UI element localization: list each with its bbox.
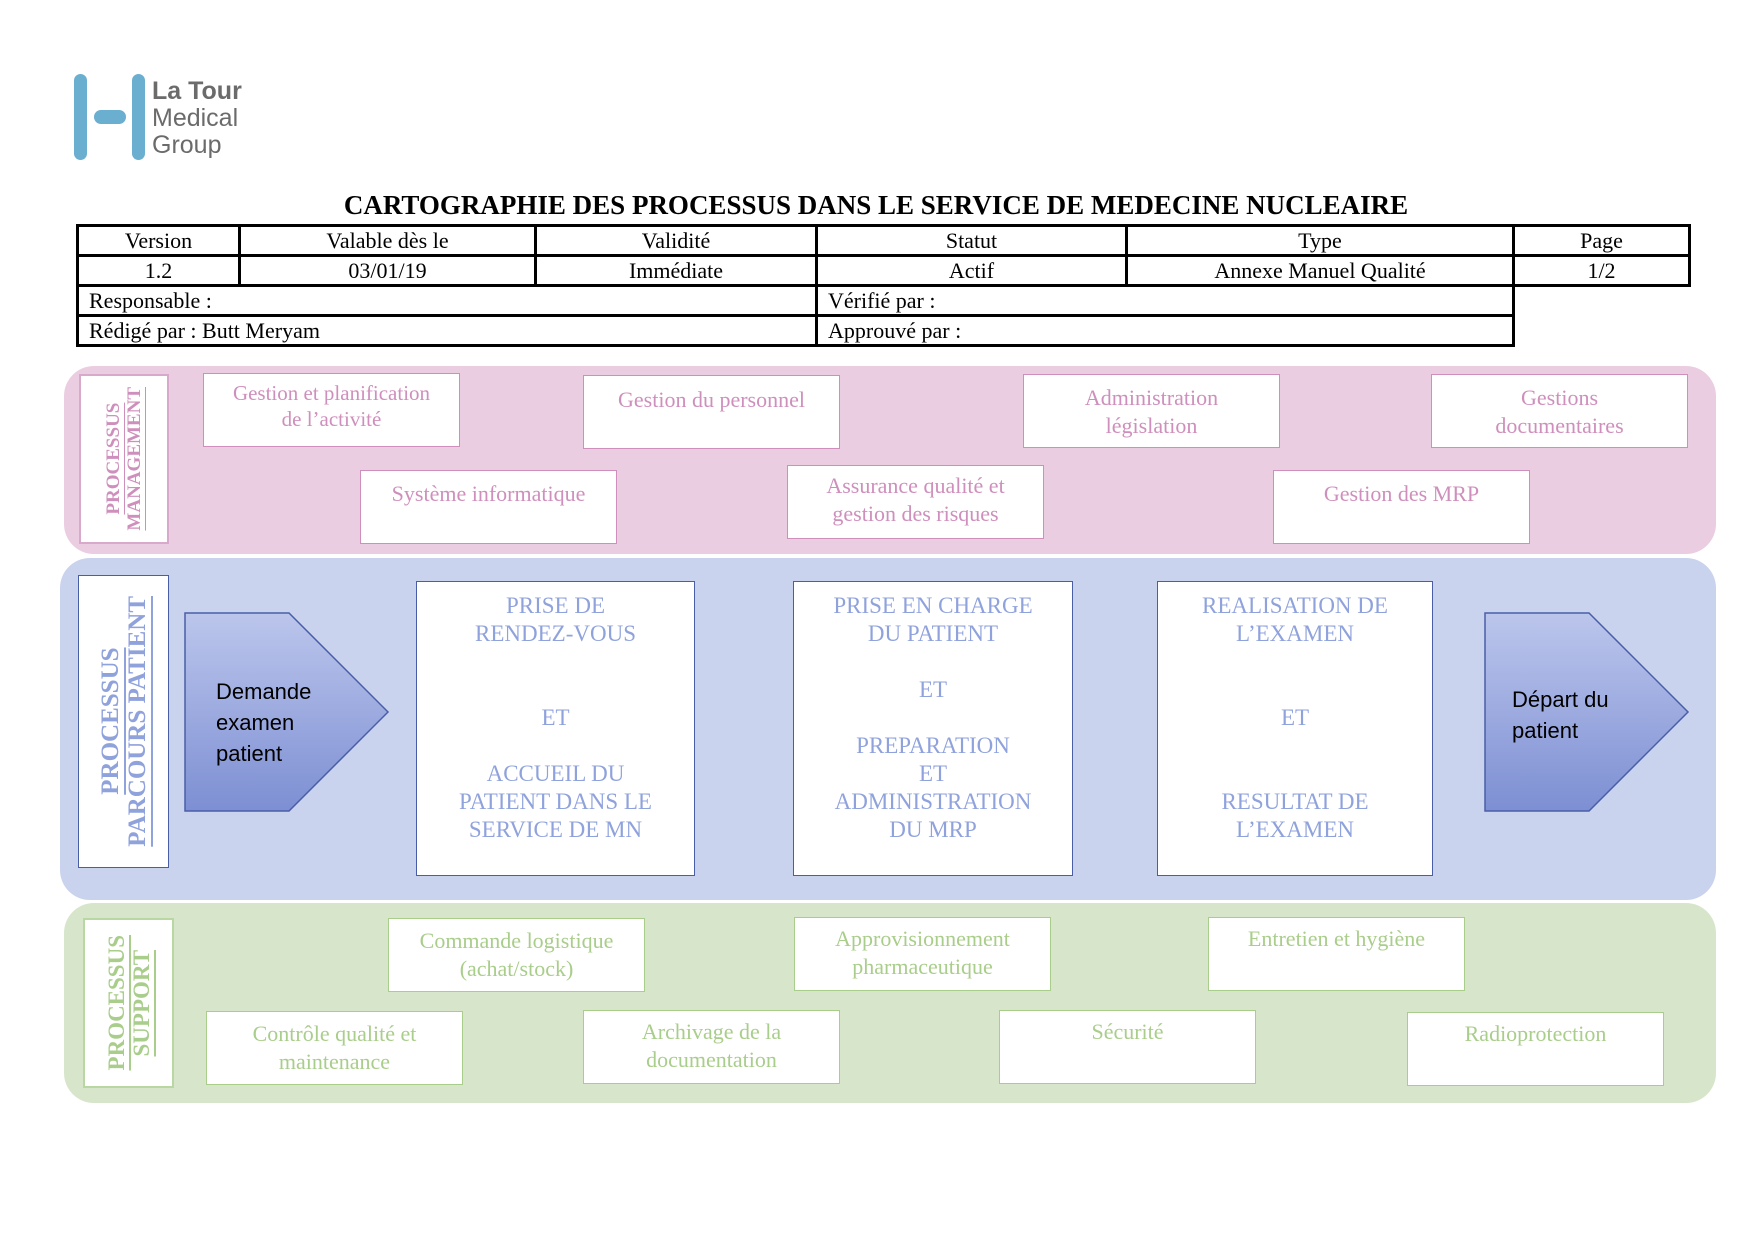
end-arrow-shape xyxy=(1484,612,1690,812)
logo-bar-right xyxy=(132,74,145,160)
start-arrow-shape xyxy=(184,612,390,812)
support-item: Sécurité xyxy=(999,1010,1256,1084)
header-verifie: Vérifié par : xyxy=(815,284,1515,317)
header-val-validite: Immédiate xyxy=(534,254,818,287)
support-item: Commande logistique (achat/stock) xyxy=(388,918,645,992)
page-title: CARTOGRAPHIE DES PROCESSUS DANS LE SERVI… xyxy=(343,190,1409,220)
header-approuve: Approuvé par : xyxy=(815,314,1515,347)
step-line: L’EXAMEN xyxy=(1236,621,1354,646)
step-line: SERVICE DE MN xyxy=(468,817,643,842)
step-line: ADMINISTRATION xyxy=(834,789,1032,814)
process-step: PRISE EN CHARGE DU PATIENT ET PREPARATIO… xyxy=(793,581,1073,876)
management-item: Assurance qualité et gestion des risques xyxy=(787,465,1044,539)
step-line: PATIENT DANS LE xyxy=(459,789,652,814)
header-val-page: 1/2 xyxy=(1512,254,1691,287)
management-label-line1: PROCESSUS xyxy=(103,403,124,515)
management-item: Gestion du personnel xyxy=(583,375,840,449)
header-col-validite: Validité xyxy=(534,224,818,257)
logo-text-line1: La Tour xyxy=(152,77,242,105)
patient-label: PROCESSUS PARCOURS PATIENT xyxy=(78,575,169,868)
step-line: ET xyxy=(541,705,570,730)
logo xyxy=(74,72,244,162)
management-item: Gestion et planification de l’activité xyxy=(203,373,460,447)
start-arrow-label: Demande examen patient xyxy=(216,679,312,766)
step-line: REALISATION DE xyxy=(1202,593,1388,618)
header-val-version: 1.2 xyxy=(76,254,241,287)
support-item: Approvisionnement pharmaceutique xyxy=(794,917,1051,991)
management-item: Système informatique xyxy=(360,470,617,544)
patient-label-line2: PARCOURS PATIENT xyxy=(123,596,151,847)
step-line: PRISE DE xyxy=(505,593,606,618)
step-line: RENDEZ-VOUS xyxy=(475,621,636,646)
management-item: Gestions documentaires xyxy=(1431,374,1688,448)
step-line: ACCUEIL DU xyxy=(486,761,625,786)
step-line: RESULTAT DE xyxy=(1221,789,1369,814)
support-label-line1: PROCESSUS xyxy=(103,935,129,1071)
header-val-valable: 03/01/19 xyxy=(238,254,537,287)
support-label: PROCESSUS SUPPORT xyxy=(83,918,174,1088)
header-col-type: Type xyxy=(1125,224,1515,257)
header-col-version: Version xyxy=(76,224,241,257)
support-item: Radioprotection xyxy=(1407,1012,1664,1086)
step-line: PREPARATION xyxy=(856,733,1010,758)
management-item: Gestion des MRP xyxy=(1273,470,1530,544)
support-item: Entretien et hygiène xyxy=(1208,917,1465,991)
header-col-statut: Statut xyxy=(815,224,1128,257)
process-step: REALISATION DE L’EXAMEN ET RESULTAT DE L… xyxy=(1157,581,1433,876)
end-arrow-label: Départ du patient xyxy=(1512,687,1609,743)
step-line: PRISE EN CHARGE xyxy=(833,593,1033,618)
step-line: L’EXAMEN xyxy=(1236,817,1354,842)
support-item: Contrôle qualité et maintenance xyxy=(206,1011,463,1085)
process-step: PRISE DE RENDEZ-VOUS ET ACCUEIL DU PATIE… xyxy=(416,581,695,876)
header-col-page: Page xyxy=(1512,224,1691,257)
patient-label-line1: PROCESSUS xyxy=(96,647,124,796)
support-label-line2: SUPPORT xyxy=(128,949,154,1057)
logo-text-line3: Group xyxy=(152,131,222,159)
step-line: ET xyxy=(918,761,948,786)
step-line: DU PATIENT xyxy=(867,621,999,646)
logo-bar-middle xyxy=(94,110,126,124)
logo-bar-left xyxy=(74,74,87,160)
header-val-statut: Actif xyxy=(815,254,1128,287)
management-label-line2: MANAGEMENT xyxy=(124,387,145,531)
management-item: Administration législation xyxy=(1023,374,1280,448)
header-redige: Rédigé par : Butt Meryam xyxy=(76,314,818,347)
management-label: PROCESSUS MANAGEMENT xyxy=(79,374,169,544)
step-line: ET xyxy=(918,677,948,702)
step-line: ET xyxy=(1280,705,1310,730)
step-line: DU MRP xyxy=(889,817,977,842)
support-item: Archivage de la documentation xyxy=(583,1010,840,1084)
header-responsable: Responsable : xyxy=(76,284,818,317)
logo-text-line2: Medical xyxy=(152,104,239,132)
header-val-type: Annexe Manuel Qualité xyxy=(1125,254,1515,287)
header-col-valable: Valable dès le xyxy=(238,224,537,257)
